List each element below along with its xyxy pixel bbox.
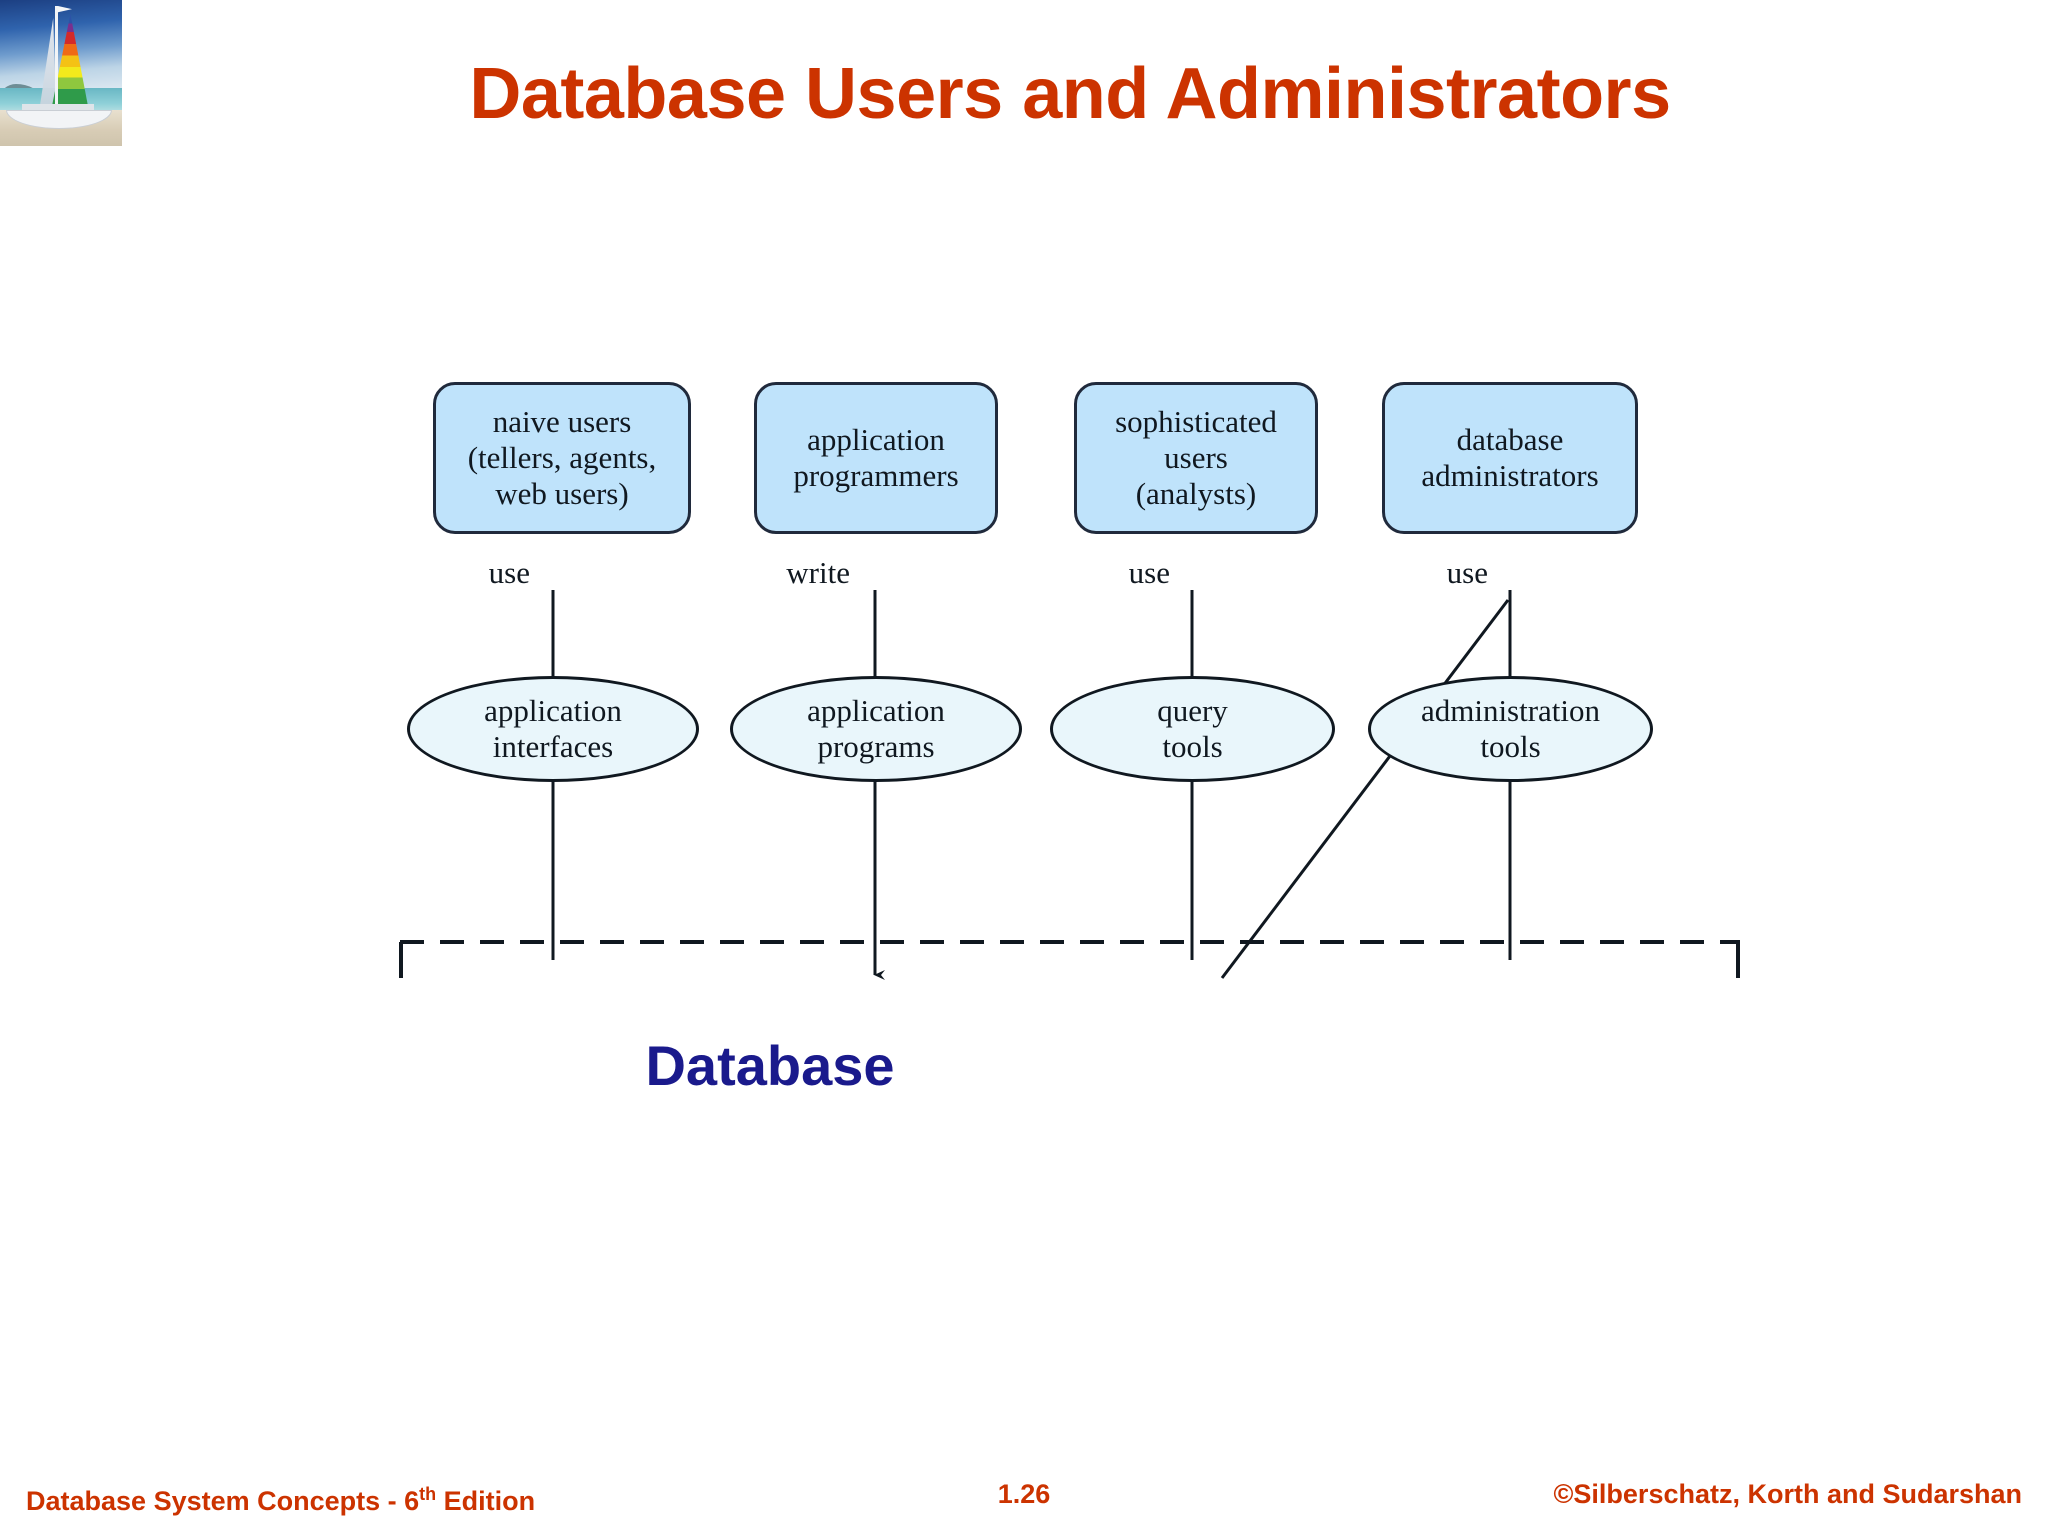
edge-label-use-sophisticated-users: use [1128, 555, 1170, 590]
diagonal-admin-tools-to-database [1220, 599, 1510, 979]
page-title: Database Users and Administrators [469, 54, 1671, 134]
actor-application-programmers-line2: programmers [793, 458, 959, 493]
slide-footer: Database System Concepts - 6th Edition 1… [0, 1478, 2048, 1526]
footer-copyright: ©Silberschatz, Korth and Sudarshan [1553, 1479, 2022, 1509]
tool-administration-tools-line1: administration [1420, 693, 1601, 728]
actor-naive-users-line3: web users) [495, 476, 629, 511]
actor-box-sophisticated-users[interactable]: sophisticated users (analysts) [1074, 382, 1318, 534]
footer-edition-superscript: th [419, 1484, 437, 1504]
tool-application-interfaces-line1: application [484, 693, 622, 728]
logo-trampoline [22, 104, 94, 112]
tool-query-tools-line2: tools [1162, 729, 1223, 764]
tool-query-tools-line1: query [1157, 693, 1228, 728]
tool-ellipse-query-tools[interactable]: query tools [1050, 676, 1335, 782]
actor-database-administrators-line1: database [1456, 422, 1564, 457]
tool-ellipse-administration-tools[interactable]: administration tools [1368, 676, 1653, 782]
actor-application-programmers-line1: application [807, 422, 945, 457]
footer-book-title: Database System Concepts - 6th Edition [26, 1478, 535, 1517]
edge-label-use-database-administrators: use [1446, 555, 1488, 590]
tool-application-interfaces-line2: interfaces [492, 729, 614, 764]
logo-mast [55, 6, 58, 114]
actor-box-database-administrators[interactable]: database administrators [1382, 382, 1638, 534]
actor-sophisticated-users-line2: users [1164, 440, 1228, 475]
logo-flag [58, 6, 72, 13]
database-label: Database [645, 1034, 895, 1097]
actor-naive-users-line2: (tellers, agents, [467, 440, 657, 475]
actor-box-application-programmers[interactable]: application programmers [754, 382, 998, 534]
actor-naive-users-line1: naive users [492, 404, 632, 439]
tool-ellipse-application-programs[interactable]: application programs [730, 676, 1022, 782]
footer-edition-tail: Edition [436, 1486, 536, 1516]
actor-database-administrators-line2: administrators [1421, 458, 1599, 493]
edge-label-write-application-programmers: write [786, 555, 850, 590]
tool-application-programs-line1: application [807, 693, 945, 728]
actor-sophisticated-users-line1: sophisticated [1115, 404, 1277, 439]
sailboat-logo-image [0, 0, 122, 146]
tool-administration-tools-line2: tools [1480, 729, 1541, 764]
edge-label-use-naive-users: use [488, 555, 530, 590]
footer-slide-number: 1.26 [997, 1479, 1051, 1509]
tool-application-programs-line2: programs [817, 729, 935, 764]
footer-book-title-main: Database System Concepts - 6 [26, 1486, 420, 1516]
tool-ellipse-application-interfaces[interactable]: application interfaces [407, 676, 699, 782]
actor-sophisticated-users-line3: (analysts) [1135, 476, 1257, 511]
actor-box-naive-users[interactable]: naive users (tellers, agents, web users) [433, 382, 691, 534]
